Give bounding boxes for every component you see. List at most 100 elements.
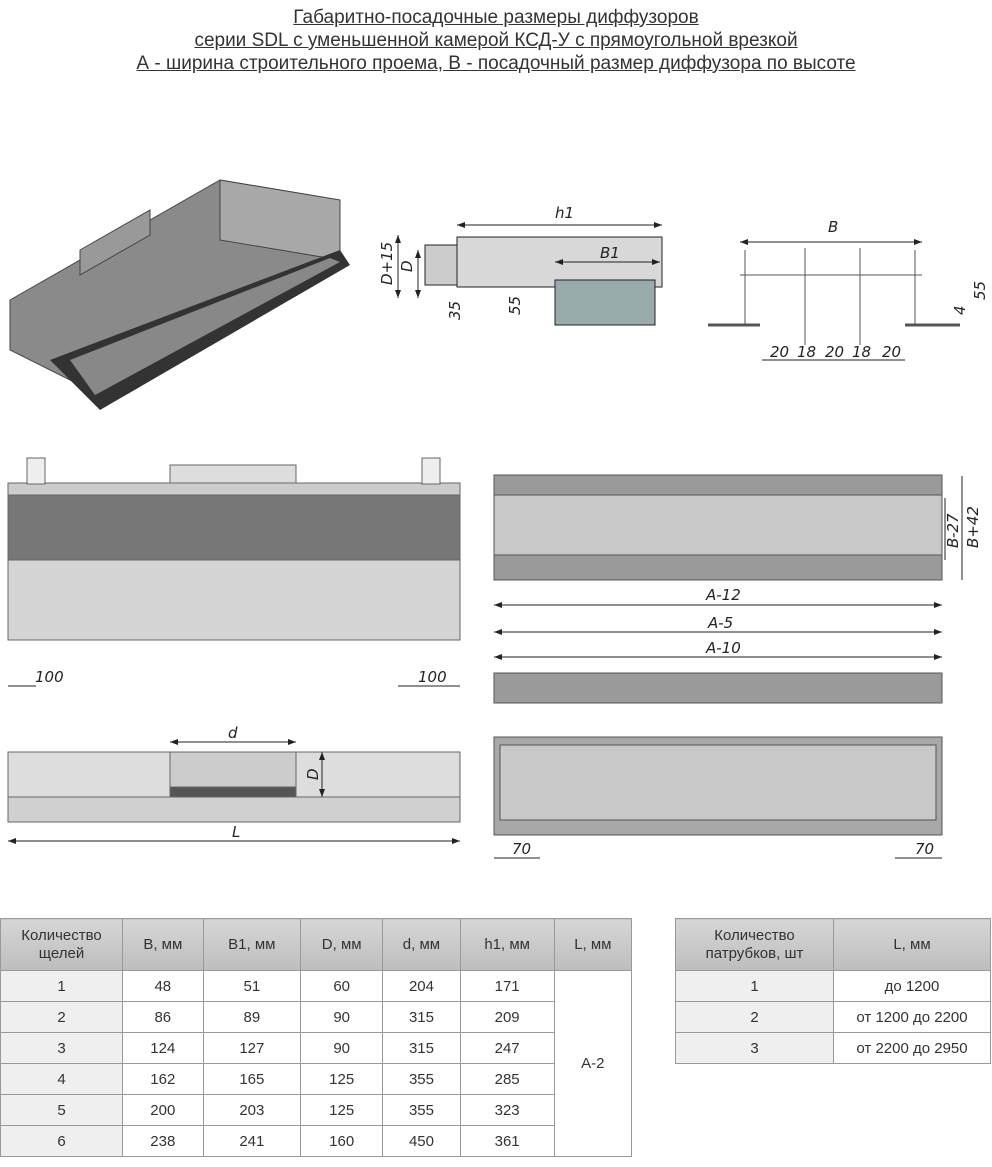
table-cell: 124	[122, 1032, 204, 1064]
dim-18: 18	[852, 343, 871, 361]
dim-b: B	[828, 218, 838, 236]
table-cell: 1	[0, 970, 123, 1002]
header-cell: Количество щелей	[0, 918, 123, 971]
table-cell: 160	[300, 1125, 384, 1157]
header-cell: B1, мм	[202, 918, 302, 971]
table-cell: 247	[459, 1032, 555, 1064]
front-view	[7, 457, 461, 687]
dim-d: D	[398, 260, 416, 272]
table-cell: 125	[300, 1063, 384, 1095]
dim-a5: A-5	[707, 614, 733, 632]
side-section-view	[395, 222, 663, 326]
dim-20: 20	[825, 343, 844, 361]
table-cell: 200	[122, 1094, 204, 1126]
table-cell: 323	[459, 1094, 555, 1126]
document-title: Габаритно-посадочные размеры диффузоров …	[0, 6, 992, 75]
table-cell: 241	[202, 1125, 302, 1157]
table-cell: 361	[459, 1125, 555, 1157]
dim-20: 20	[882, 343, 901, 361]
table-cell: 6	[0, 1125, 123, 1157]
table-cell: 60	[300, 970, 384, 1002]
drawings: h1 B1 D+15 D 35 55 B 20 18 20 18 20 55 4…	[7, 179, 989, 859]
table-cell: 48	[122, 970, 204, 1002]
header-cell: Количество патрубков, шт	[675, 918, 834, 971]
dim-70-right: 70	[915, 840, 934, 858]
table-cell: 3	[675, 1032, 834, 1064]
dim-70-left: 70	[512, 840, 531, 858]
table-cell: 315	[382, 1001, 461, 1033]
table-cell: 3	[0, 1032, 123, 1064]
dim-100-left: 100	[35, 668, 64, 686]
dim-b1: B1	[600, 244, 620, 262]
table-cell: от 1200 до 2200	[833, 1001, 991, 1033]
table-cell: 204	[382, 970, 461, 1002]
dim-h1: h1	[555, 204, 574, 222]
table-cell: 315	[382, 1032, 461, 1064]
table-cell: 5	[0, 1094, 123, 1126]
isometric-view	[9, 179, 350, 410]
table-cell: 285	[459, 1063, 555, 1095]
dim-b27: B-27	[944, 513, 962, 548]
table-cell: 203	[202, 1094, 302, 1126]
title-line: А - ширина строительного проема, В - пос…	[136, 53, 856, 74]
dim-35: 35	[446, 301, 464, 320]
table-cell: 90	[300, 1001, 384, 1033]
table-cell: 1	[675, 970, 834, 1002]
dim-a10: A-10	[705, 639, 741, 657]
dim-55: 55	[971, 281, 989, 300]
grille-top-view	[493, 474, 963, 608]
table-cell: 355	[382, 1094, 461, 1126]
dim-a12: A-12	[705, 586, 741, 604]
l-value-cell: A-2	[553, 970, 633, 1157]
table-cell: 51	[202, 970, 302, 1002]
table-header-row: Количество патрубков, шт L, мм	[675, 918, 991, 971]
table-header-row: Количество щелей B, мм B1, мм D, мм d, м…	[0, 918, 633, 971]
dim-20: 20	[770, 343, 789, 361]
header-cell: L, мм	[833, 918, 991, 971]
grille-side-view	[493, 629, 943, 704]
grille-bottom-view	[493, 736, 943, 859]
table-cell: 86	[122, 1001, 204, 1033]
header-cell: h1, мм	[459, 918, 555, 971]
slots-dimensions-table: Количество щелей B, мм B1, мм D, мм d, м…	[0, 918, 633, 1157]
table-cell: 127	[202, 1032, 302, 1064]
dim-d-small: d	[228, 724, 238, 742]
dim-d: D	[304, 768, 322, 780]
table-cell: 125	[300, 1094, 384, 1126]
table-cell: от 2200 до 2950	[833, 1032, 991, 1064]
table-cell: 355	[382, 1063, 461, 1095]
header-cell: d, мм	[382, 918, 461, 971]
dim-b42: B+42	[964, 506, 982, 548]
title-line: Габаритно-посадочные размеры диффузоров	[293, 7, 699, 28]
table-cell: 2	[0, 1001, 123, 1033]
header-cell: L, мм	[553, 918, 633, 971]
table-cell: до 1200	[833, 970, 991, 1002]
table-cell: 165	[202, 1063, 302, 1095]
title-line: серии SDL с уменьшенной камерой КСД-У с …	[194, 30, 798, 51]
dim-d15: D+15	[378, 242, 396, 285]
table-cell: 2	[675, 1001, 834, 1033]
table-cell: 162	[122, 1063, 204, 1095]
dim-100-right: 100	[418, 668, 447, 686]
dim-55: 55	[506, 296, 524, 315]
table-cell: 171	[459, 970, 555, 1002]
dim-l: L	[232, 823, 240, 841]
table-cell: 90	[300, 1032, 384, 1064]
dim-4: 4	[951, 305, 969, 315]
header-cell: B, мм	[122, 918, 204, 971]
top-view	[7, 739, 461, 844]
table-cell: 89	[202, 1001, 302, 1033]
cross-section-view	[708, 239, 960, 361]
table-cell: 4	[0, 1063, 123, 1095]
table-cell: 209	[459, 1001, 555, 1033]
